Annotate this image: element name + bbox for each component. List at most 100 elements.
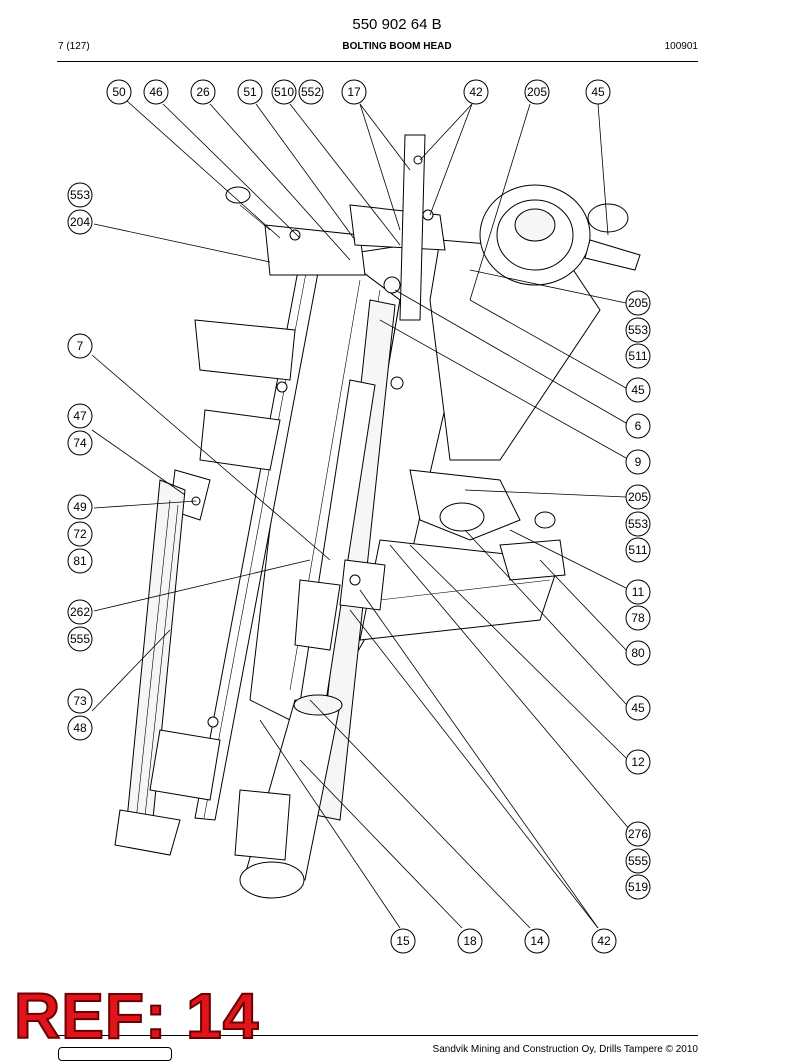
callout-bubble: 17 — [341, 79, 367, 105]
svg-text:51: 51 — [243, 85, 257, 99]
boom-drawing — [114, 134, 641, 899]
svg-text:78: 78 — [631, 611, 645, 625]
callout-bubble: 26 — [190, 79, 216, 105]
callout-bubble: 72 — [67, 521, 93, 547]
footer-rule — [57, 1035, 698, 1036]
svg-text:50: 50 — [112, 85, 126, 99]
callout-bubble: 204 — [67, 209, 93, 235]
callout-bubble: 205 — [524, 79, 550, 105]
page-title: BOLTING BOOM HEAD — [342, 41, 452, 52]
svg-text:17: 17 — [347, 85, 361, 99]
callout-bubble: 9 — [625, 449, 651, 475]
part-number: 550 902 64 B — [352, 16, 442, 33]
page-number: 7 (127) — [58, 41, 90, 52]
callout-bubble: 14 — [524, 928, 550, 954]
svg-text:7: 7 — [77, 339, 84, 353]
svg-text:555: 555 — [70, 632, 90, 646]
callout-bubble: 510 — [271, 79, 297, 105]
date-code: 100901 — [664, 41, 698, 52]
svg-text:511: 511 — [628, 543, 647, 557]
callout-bubble: 47 — [67, 403, 93, 429]
reference-stamp: REF: 14 — [13, 980, 260, 1052]
callout-bubble: 15 — [390, 928, 416, 954]
svg-text:552: 552 — [301, 85, 321, 99]
callout-left-column: 553 204 7 47 74 49 72 81 262 555 73 48 — [67, 182, 93, 741]
svg-text:48: 48 — [73, 721, 87, 735]
svg-text:205: 205 — [628, 296, 648, 310]
callout-top-row: 50 46 26 51 510 552 17 42 205 45 — [106, 79, 611, 105]
svg-text:26: 26 — [196, 85, 210, 99]
callout-bubble: 42 — [463, 79, 489, 105]
callout-right-column: 205 553 511 45 6 9 205 553 511 11 78 80 … — [625, 290, 651, 900]
callout-bubble: 78 — [625, 605, 651, 631]
callout-bubble: 80 — [625, 640, 651, 666]
callout-bubble: 276 — [625, 821, 651, 847]
svg-text:510: 510 — [274, 85, 294, 99]
callout-bubble: 555 — [67, 626, 93, 652]
svg-text:14: 14 — [530, 934, 544, 948]
svg-text:205: 205 — [628, 490, 648, 504]
callout-bubble: 45 — [625, 377, 651, 403]
svg-text:73: 73 — [73, 694, 87, 708]
svg-text:81: 81 — [73, 554, 87, 568]
svg-text:6: 6 — [635, 419, 642, 433]
callout-bubble: 42 — [591, 928, 617, 954]
svg-text:262: 262 — [70, 605, 90, 619]
svg-text:49: 49 — [73, 500, 87, 514]
svg-text:45: 45 — [631, 383, 645, 397]
callout-bubble: 519 — [625, 874, 651, 900]
callout-bubble: 7 — [67, 333, 93, 359]
callout-bottom-row: 15 18 14 42 — [390, 928, 617, 954]
svg-text:553: 553 — [628, 323, 648, 337]
svg-text:18: 18 — [463, 934, 477, 948]
callout-bubble: 553 — [625, 511, 651, 537]
svg-text:15: 15 — [396, 934, 410, 948]
callout-bubble: 50 — [106, 79, 132, 105]
svg-text:11: 11 — [632, 585, 645, 599]
callout-bubble: 12 — [625, 749, 651, 775]
callout-bubble: 74 — [67, 430, 93, 456]
svg-text:12: 12 — [631, 755, 645, 769]
svg-text:205: 205 — [527, 85, 547, 99]
callout-bubble: 553 — [625, 317, 651, 343]
svg-text:42: 42 — [469, 85, 483, 99]
svg-text:72: 72 — [73, 527, 87, 541]
svg-text:42: 42 — [597, 934, 611, 948]
svg-text:276: 276 — [628, 827, 648, 841]
svg-text:555: 555 — [628, 854, 648, 868]
callout-bubble: 18 — [457, 928, 483, 954]
svg-text:46: 46 — [149, 85, 163, 99]
svg-text:47: 47 — [73, 409, 87, 423]
svg-text:511: 511 — [628, 349, 647, 363]
callout-bubble: 46 — [143, 79, 169, 105]
svg-text:74: 74 — [73, 436, 87, 450]
callout-bubble: 262 — [67, 599, 93, 625]
callout-bubble: 552 — [298, 79, 324, 105]
callout-bubble: 48 — [67, 715, 93, 741]
svg-text:519: 519 — [628, 880, 648, 894]
callout-bubble: 205 — [625, 290, 651, 316]
svg-text:45: 45 — [631, 701, 645, 715]
callout-bubble: 49 — [67, 494, 93, 520]
callout-bubble: 45 — [625, 695, 651, 721]
callout-bubble: 51 — [237, 79, 263, 105]
callout-bubble: 511 — [625, 343, 651, 369]
callout-bubble: 205 — [625, 484, 651, 510]
callout-bubble: 11 — [625, 579, 651, 605]
callout-bubble: 73 — [67, 688, 93, 714]
callout-bubble: 45 — [585, 79, 611, 105]
svg-text:553: 553 — [70, 188, 90, 202]
footer-copyright: Sandvik Mining and Construction Oy, Dril… — [432, 1044, 698, 1055]
svg-text:45: 45 — [591, 85, 605, 99]
svg-text:9: 9 — [635, 455, 642, 469]
svg-text:553: 553 — [628, 517, 648, 531]
header-rule — [57, 61, 698, 62]
callout-bubble: 81 — [67, 548, 93, 574]
leader-lines — [91, 100, 631, 929]
svg-text:80: 80 — [631, 646, 645, 660]
callout-bubble: 553 — [67, 182, 93, 208]
callout-bubble: 555 — [625, 848, 651, 874]
callout-bubble: 6 — [625, 413, 651, 439]
svg-text:204: 204 — [70, 215, 90, 229]
